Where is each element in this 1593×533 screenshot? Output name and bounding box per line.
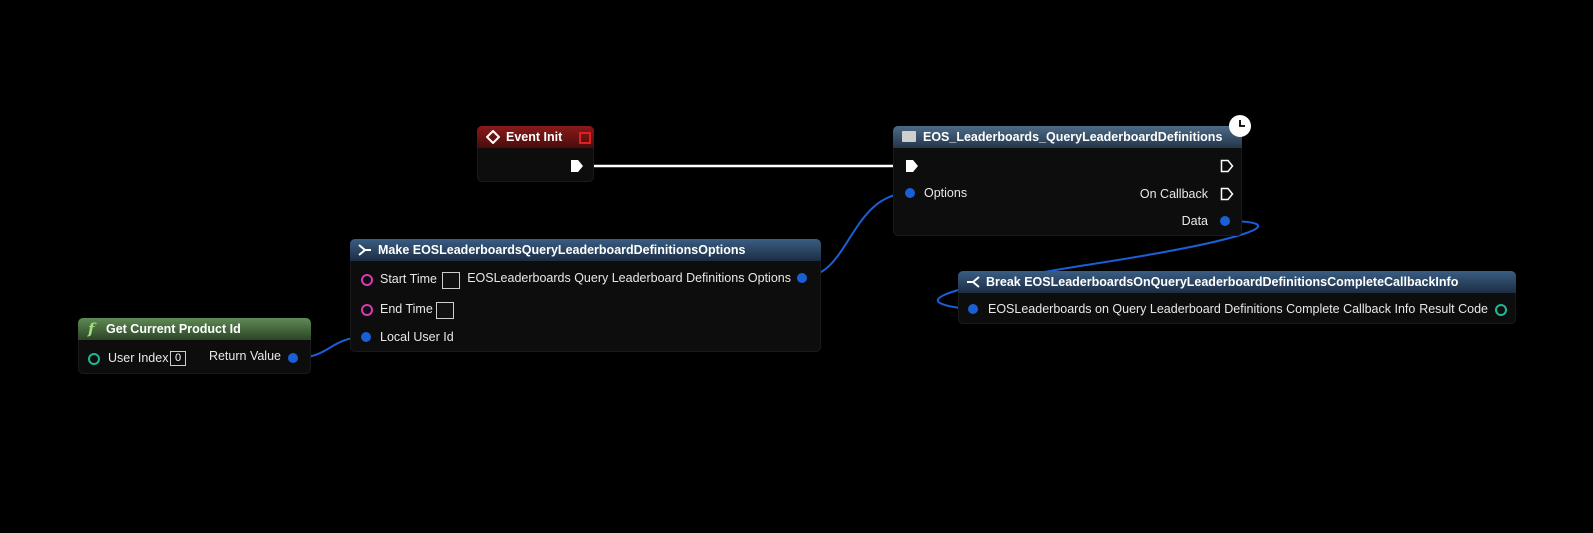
exec-out-pin[interactable] xyxy=(1220,159,1234,173)
callback-info-label: EOSLeaderboards on Query Leaderboard Def… xyxy=(988,302,1416,316)
make-struct-icon xyxy=(358,244,371,256)
break-node-header: Break EOSLeaderboardsOnQueryLeaderboardD… xyxy=(958,271,1516,293)
end-time-label: End Time xyxy=(380,302,433,316)
start-time-pin[interactable] xyxy=(361,274,373,286)
local-user-id-pin[interactable] xyxy=(361,332,371,342)
get-product-id-header: f Get Current Product Id xyxy=(78,318,311,340)
options-label: Options xyxy=(924,186,968,200)
options-output-label: EOSLeaderboards Query Leaderboard Defini… xyxy=(467,271,791,285)
return-value-label: Return Value xyxy=(208,349,281,363)
get-current-product-id-node[interactable]: f Get Current Product Id User Index 0 Re… xyxy=(78,318,311,374)
on-callback-pin[interactable] xyxy=(1220,187,1234,201)
callback-info-pin[interactable] xyxy=(968,304,978,314)
user-index-pin[interactable] xyxy=(88,353,100,365)
delegate-pin-icon[interactable] xyxy=(579,132,591,144)
exec-out-pin[interactable] xyxy=(570,159,584,173)
clock-icon xyxy=(1229,115,1251,137)
query-node-header: EOS_Leaderboards_QueryLeaderboardDefinit… xyxy=(893,126,1242,148)
get-product-id-title: Get Current Product Id xyxy=(106,322,241,336)
struct-icon xyxy=(902,131,916,142)
event-init-header: Event Init xyxy=(477,126,594,148)
start-time-label: Start Time xyxy=(380,272,437,286)
data-pin[interactable] xyxy=(1220,216,1230,226)
break-struct-icon xyxy=(967,276,980,288)
break-node-title: Break EOSLeaderboardsOnQueryLeaderboardD… xyxy=(986,275,1459,289)
options-output-pin[interactable] xyxy=(797,273,807,283)
query-leaderboard-definitions-node[interactable]: EOS_Leaderboards_QueryLeaderboardDefinit… xyxy=(893,126,1242,236)
query-node-title: EOS_Leaderboards_QueryLeaderboardDefinit… xyxy=(923,130,1223,144)
make-options-node[interactable]: Make EOSLeaderboardsQueryLeaderboardDefi… xyxy=(350,239,821,352)
data-label: Data xyxy=(1181,214,1208,228)
exec-in-pin[interactable] xyxy=(905,159,919,173)
end-time-pin[interactable] xyxy=(361,304,373,316)
function-f-icon: f xyxy=(88,320,95,338)
make-node-title: Make EOSLeaderboardsQueryLeaderboardDefi… xyxy=(378,243,746,257)
options-pin[interactable] xyxy=(905,188,915,198)
return-value-pin[interactable] xyxy=(288,353,298,363)
end-time-input[interactable] xyxy=(436,302,454,319)
result-code-pin[interactable] xyxy=(1495,304,1507,316)
user-index-input[interactable]: 0 xyxy=(170,351,186,366)
on-callback-label: On Callback xyxy=(1139,187,1208,201)
result-code-label: Result Code xyxy=(1419,302,1488,316)
make-node-header: Make EOSLeaderboardsQueryLeaderboardDefi… xyxy=(350,239,821,261)
event-diamond-icon xyxy=(486,130,500,144)
break-callback-info-node[interactable]: Break EOSLeaderboardsOnQueryLeaderboardD… xyxy=(958,271,1516,324)
local-user-id-label: Local User Id xyxy=(380,330,454,344)
event-init-title: Event Init xyxy=(506,130,563,144)
start-time-input[interactable] xyxy=(442,272,460,289)
user-index-label: User Index xyxy=(108,351,169,365)
event-init-node[interactable]: Event Init xyxy=(477,126,594,182)
